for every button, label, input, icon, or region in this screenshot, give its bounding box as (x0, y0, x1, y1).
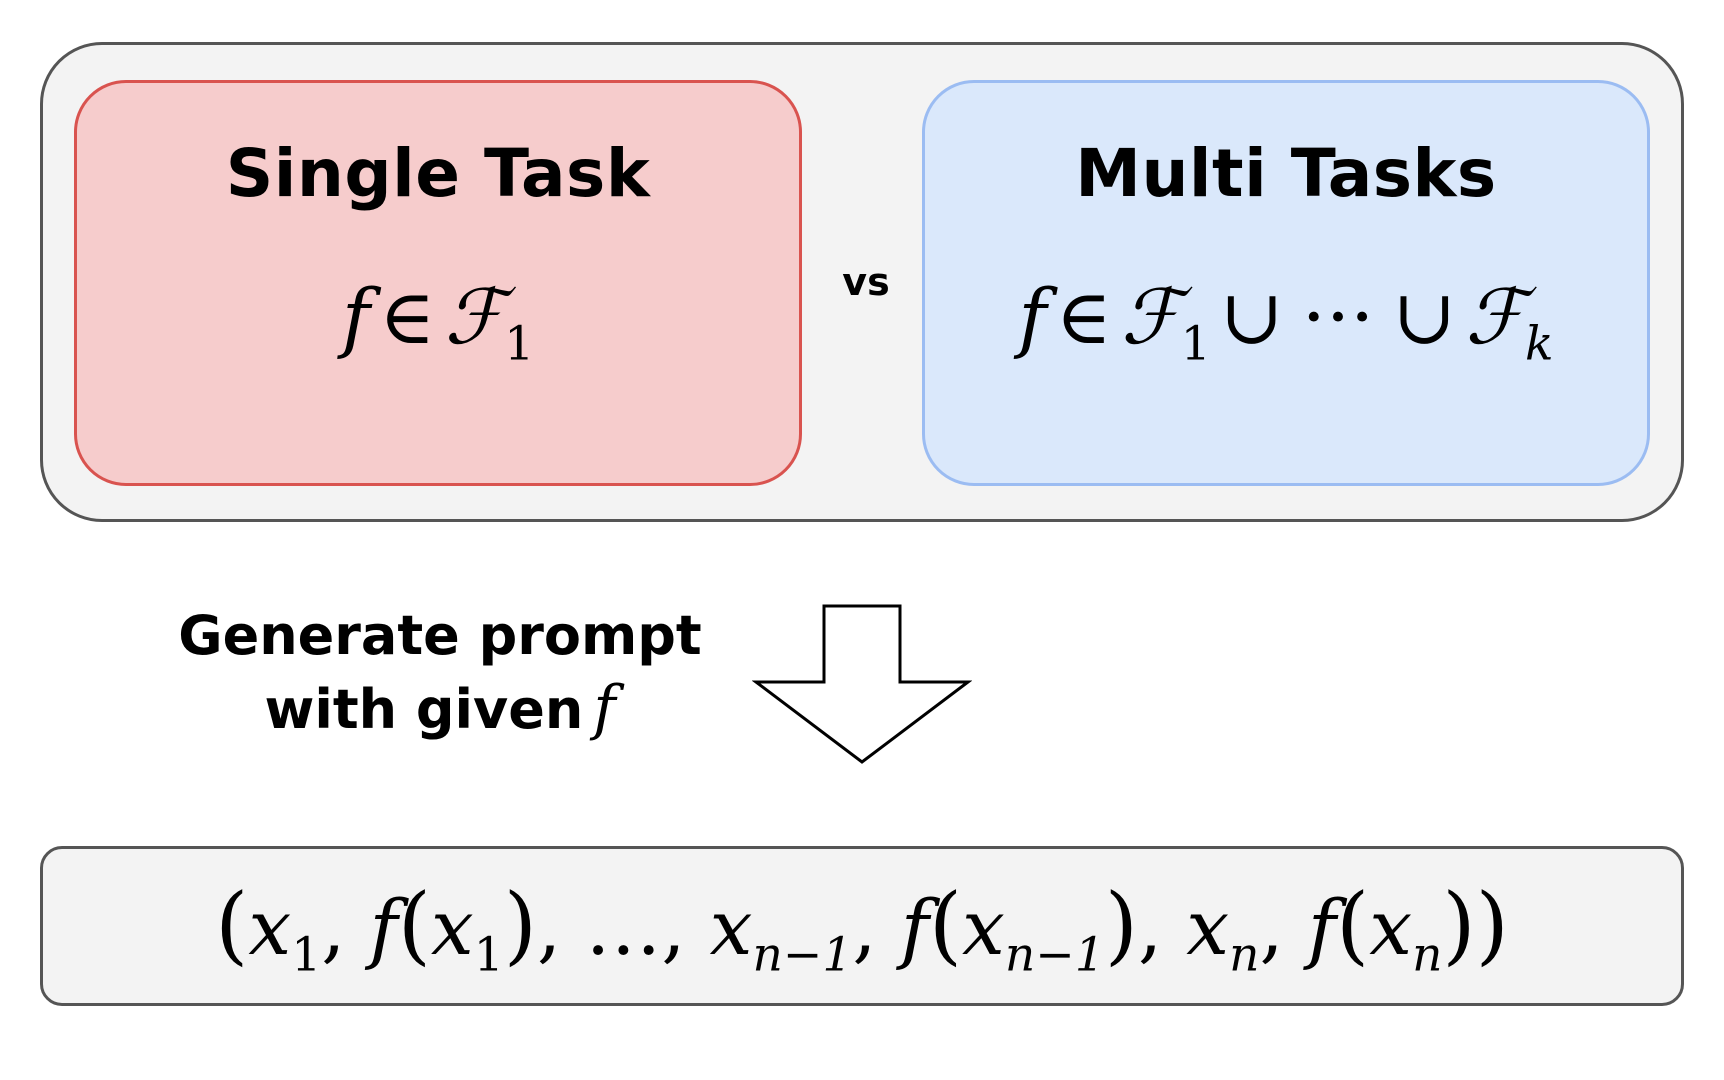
seq-fn: f (1307, 883, 1336, 973)
step-label-line-1: Generate prompt (178, 604, 702, 667)
comma: , (1259, 883, 1284, 973)
step-label-line-2-text: with given (264, 678, 584, 741)
close-paren: ) (1475, 876, 1509, 976)
member-of-symbol: ∈ (1055, 272, 1112, 361)
multi-task-title: Multi Tasks (1075, 135, 1497, 212)
paren: ) (503, 876, 537, 976)
open-paren: ( (215, 876, 249, 976)
multi-task-box: Multi Tasks f∈ℱ1∪···∪ℱk (922, 80, 1650, 486)
single-task-box: Single Task f∈ℱ1 (74, 80, 802, 486)
seq-f1-arg: x (430, 883, 474, 973)
seq-fn-arg: x (1369, 883, 1413, 973)
single-task-title: Single Task (225, 135, 651, 212)
seq-fn-minus-1: f (900, 883, 929, 973)
union-symbol: ∪ (1219, 272, 1284, 361)
seq-x1-index: 1 (291, 927, 322, 983)
comma: , (536, 883, 562, 973)
prompt-sequence-formula: (x1, f(x1), …, xn−1, f(xn−1), xn, f(xn)) (215, 883, 1509, 979)
seq-f1-arg-index: 1 (473, 927, 504, 983)
function-variable: f (341, 272, 370, 361)
comma: , (661, 883, 686, 973)
paren: ( (397, 876, 431, 976)
seq-f1: f (369, 883, 398, 973)
function-family-last-index: k (1525, 316, 1554, 372)
down-arrow-shape (752, 604, 972, 764)
ellipsis: … (585, 883, 662, 973)
paren: ( (928, 876, 963, 976)
paren: ) (1104, 876, 1138, 976)
seq-xn: x (1186, 883, 1230, 973)
comma: , (1137, 883, 1163, 973)
down-arrow-icon (752, 604, 972, 764)
seq-fn-minus-1-arg-index: n−1 (1004, 927, 1105, 983)
vs-label: vs (842, 260, 890, 304)
comma: , (852, 883, 877, 973)
seq-xn-index: n (1229, 927, 1260, 983)
function-family-index: 1 (504, 316, 535, 372)
function-family: ℱ (444, 272, 505, 361)
center-dots: ··· (1301, 272, 1375, 361)
multi-task-formula: f∈ℱ1∪···∪ℱk (1018, 279, 1553, 368)
function-variable: f (1018, 272, 1047, 361)
seq-x1: x (248, 883, 292, 973)
single-task-formula: f∈ℱ1 (342, 279, 534, 368)
paren: ) (1442, 876, 1476, 976)
step-label-function-variable: f (593, 673, 616, 743)
comma: , (321, 883, 346, 973)
member-of-symbol: ∈ (379, 272, 436, 361)
function-family-first-index: 1 (1180, 316, 1211, 372)
seq-xn-minus-1: x (709, 883, 753, 973)
prompt-sequence-box: (x1, f(x1), …, xn−1, f(xn−1), xn, f(xn)) (40, 846, 1684, 1006)
union-symbol: ∪ (1392, 272, 1457, 361)
function-family-first: ℱ (1121, 272, 1181, 361)
seq-fn-arg-index: n (1412, 927, 1443, 983)
paren: ( (1335, 876, 1370, 976)
seq-fn-minus-1-arg: x (962, 883, 1005, 973)
seq-xn-minus-1-index: n−1 (752, 927, 853, 983)
function-family-last: ℱ (1465, 272, 1526, 361)
